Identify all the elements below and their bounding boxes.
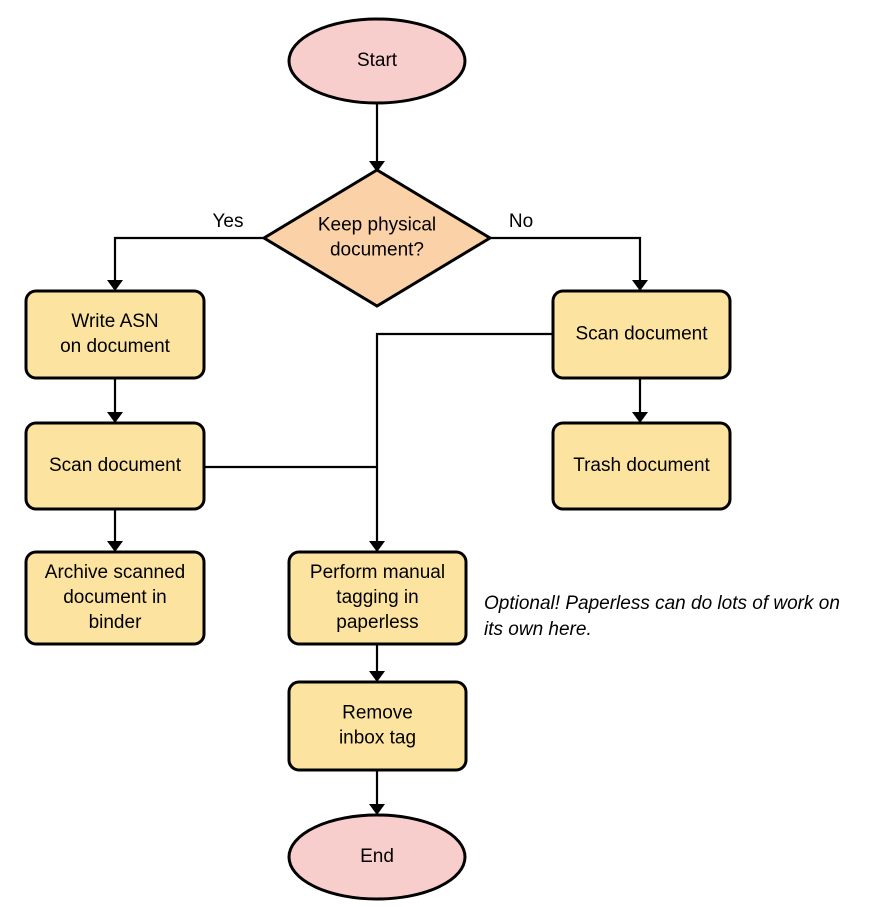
node-label: Perform manual (310, 562, 445, 583)
process-shape (551, 421, 732, 511)
process-shape (551, 289, 732, 380)
node-label: Scan document (49, 455, 182, 476)
edge-decision-to-scan-right: No (490, 211, 648, 291)
node-scan-left[interactable]: Scan document (24, 421, 206, 511)
edge-decision-to-write-asn: Yes (107, 211, 265, 291)
arrow-head-icon (369, 804, 385, 815)
node-remove-inbox[interactable]: Remove inbox tag (287, 680, 468, 772)
node-label: binder (89, 612, 142, 633)
node-manual-tagging[interactable]: Perform manual tagging in paperless (287, 550, 468, 646)
annotations-layer: Optional! Paperless can do lots of work … (484, 593, 840, 640)
edge-label-no: No (509, 211, 533, 232)
node-label: Trash document (573, 455, 710, 476)
edge-line (490, 236, 642, 283)
arrow-head-icon (107, 541, 123, 552)
node-label: document? (330, 240, 424, 261)
node-label: tagging in (336, 587, 418, 608)
edge-scan-right-to-trash (632, 378, 648, 423)
process-shape (24, 289, 206, 380)
node-trash[interactable]: Trash document (551, 421, 732, 511)
arrow-head-icon (632, 412, 648, 423)
process-shape (24, 550, 206, 646)
annotation-line: Optional! Paperless can do lots of work … (484, 593, 840, 614)
node-label: Archive scanned (45, 562, 185, 583)
node-label: Start (357, 50, 398, 71)
arrow-head-icon (369, 541, 385, 552)
terminator-shape (287, 813, 467, 901)
arrow-head-icon (632, 280, 648, 291)
arrow-head-icon (107, 412, 123, 423)
terminator-shape (287, 17, 467, 105)
node-archive[interactable]: Archive scanned document in binder (24, 550, 206, 646)
annotation-line: its own here. (484, 619, 592, 640)
node-label: End (360, 846, 394, 867)
node-decision[interactable]: Keep physical document? (261, 168, 493, 308)
arrow-head-icon (107, 280, 123, 291)
edge-write-asn-to-scan-left (107, 378, 123, 423)
node-scan-right[interactable]: Scan document (551, 289, 732, 380)
node-label: document in (63, 587, 167, 608)
node-label: Scan document (575, 324, 708, 345)
node-label: paperless (336, 612, 418, 633)
node-end[interactable]: End (287, 813, 467, 901)
arrow-head-icon (369, 161, 385, 172)
annotation-optional-note: Optional! Paperless can do lots of work … (484, 593, 840, 640)
edge-scan-right-to-manual-tagging (369, 332, 553, 552)
node-label: Keep physical (318, 215, 436, 236)
node-label: Remove (342, 703, 413, 724)
node-write-asn[interactable]: Write ASN on document (24, 289, 206, 380)
process-shape (24, 421, 206, 511)
edge-line (375, 332, 553, 544)
node-start[interactable]: Start (287, 17, 467, 105)
node-label: inbox tag (339, 728, 416, 749)
arrow-head-icon (369, 671, 385, 682)
edge-start-to-decision (369, 103, 385, 172)
edge-remove-inbox-to-end (369, 770, 385, 815)
node-label: Write ASN (71, 311, 158, 332)
process-shape (287, 550, 468, 646)
process-shape (287, 680, 468, 772)
edge-label-yes: Yes (213, 211, 244, 232)
node-label: on document (60, 336, 171, 357)
edge-line (113, 236, 265, 283)
edge-scan-left-to-archive (107, 509, 123, 552)
decision-shape (261, 168, 493, 308)
edge-manual-tagging-to-remove-inbox (369, 644, 385, 682)
edges-layer: Yes No (107, 103, 648, 815)
